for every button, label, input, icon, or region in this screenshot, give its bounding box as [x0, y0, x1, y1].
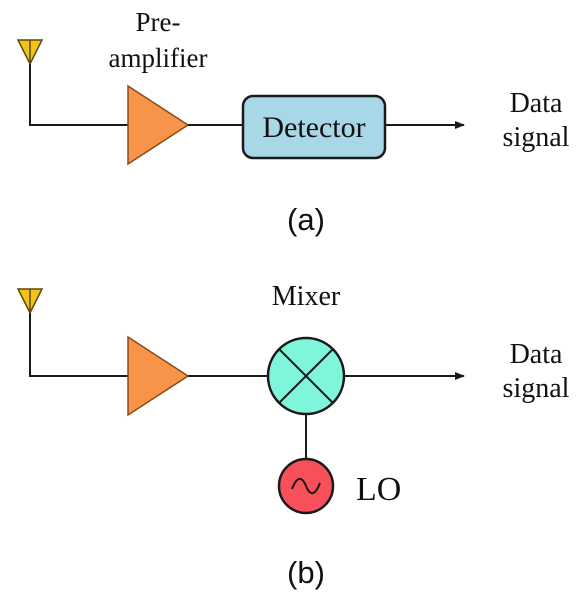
caption-b: (b): [287, 555, 325, 590]
antenna-icon: [16, 288, 44, 315]
preamp-label-line2: amplifier: [109, 43, 208, 73]
local-oscillator: [277, 457, 335, 515]
amplifier-triangle-icon: [127, 335, 190, 417]
panel-a: Pre- amplifier Detector Data signal (a): [16, 7, 570, 237]
preamp-label-line1: Pre-: [136, 7, 181, 37]
output-label-a-line2: signal: [503, 122, 570, 153]
sine-wave-icon: [291, 477, 321, 495]
lo-label: LO: [356, 471, 401, 508]
mixer-cross-icon: [266, 336, 346, 416]
output-label-b-line2: signal: [503, 373, 570, 404]
amplifier-triangle-icon: [127, 84, 190, 166]
wire-antenna-to-amp-a: [29, 64, 128, 126]
detector-label: Detector: [262, 111, 365, 144]
output-label-a-line1: Data: [510, 88, 563, 119]
caption-a: (a): [287, 202, 325, 237]
detector-box: [241, 94, 387, 160]
mixer-label: Mixer: [272, 281, 341, 312]
output-label-b-line1: Data: [510, 339, 563, 370]
panel-b: Mixer Data signal LO (b): [16, 281, 570, 590]
wire-antenna-to-amp-b: [29, 313, 128, 377]
antenna-icon: [16, 39, 44, 66]
